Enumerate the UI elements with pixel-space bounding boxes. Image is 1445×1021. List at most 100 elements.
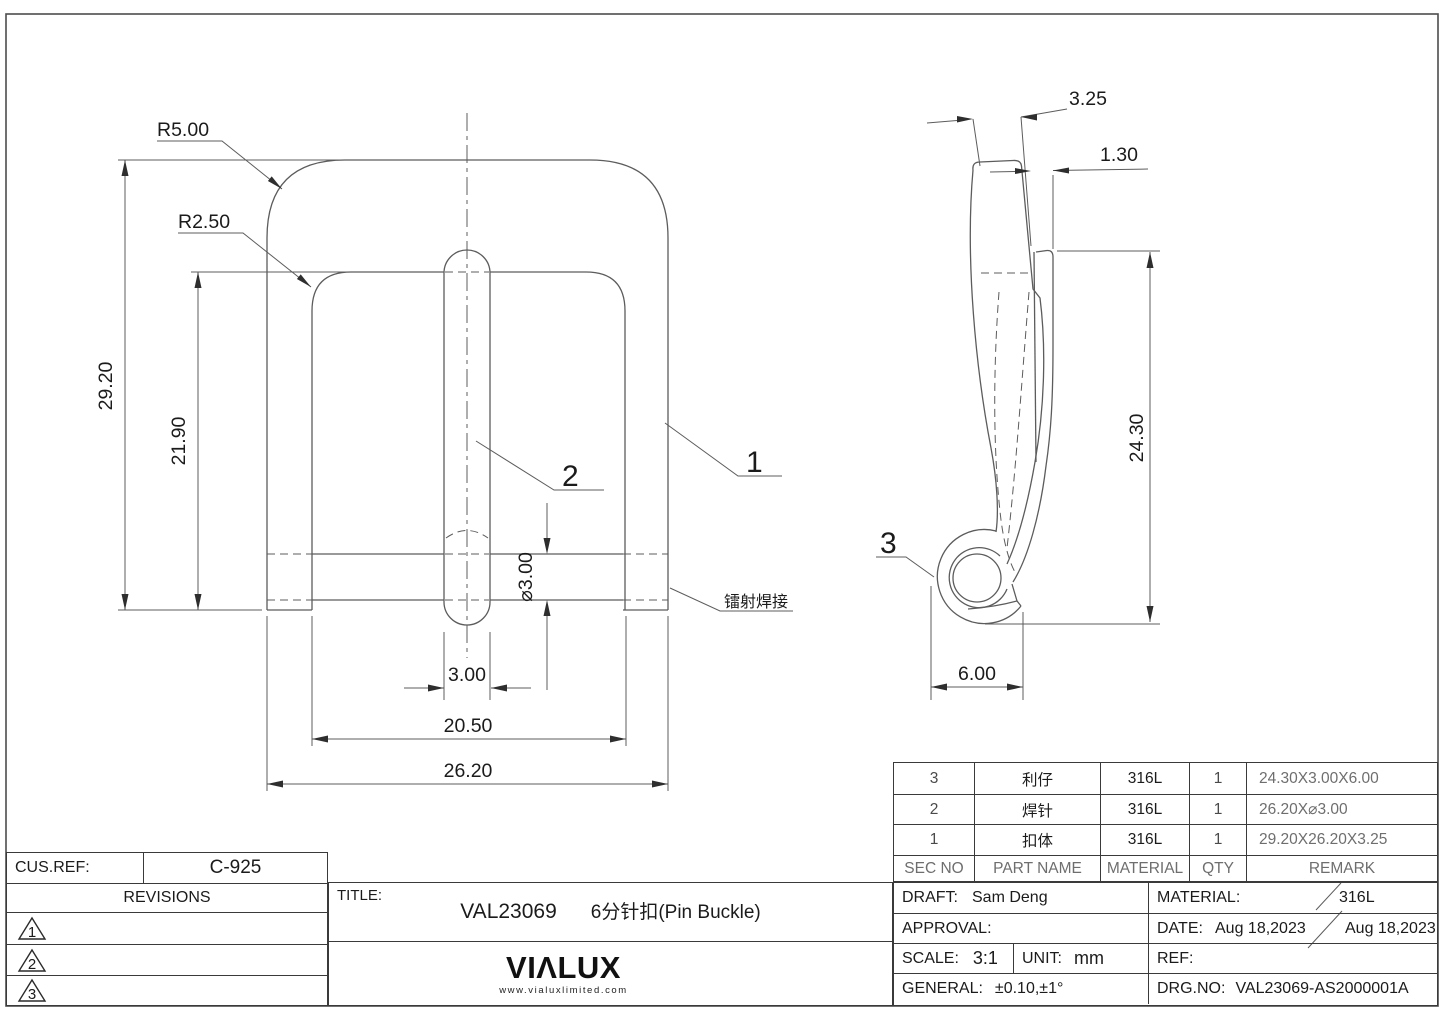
revision-triangle-2: 2 bbox=[17, 948, 47, 973]
part-name: 利仔 bbox=[975, 763, 1101, 794]
scale-label: SCALE: bbox=[902, 949, 959, 967]
side-view-hook bbox=[936, 528, 1022, 625]
unit-value: mm bbox=[1074, 948, 1104, 968]
dim-hook-width: 6.00 bbox=[958, 663, 996, 685]
parts-table: 3 利仔 316L 1 24.30X3.00X6.00 2 焊针 316L 1 … bbox=[893, 762, 1438, 882]
general-value: ±0.10,±1° bbox=[994, 980, 1064, 997]
dim-thickness: 3.25 bbox=[1069, 88, 1107, 110]
draft-material-row: DRAFT: Sam Deng MATERIAL: 316L bbox=[894, 883, 1437, 913]
revision-slashes bbox=[1307, 882, 1343, 949]
side-view-dimensions: 3.25 1.30 24.30 6.00 3 bbox=[876, 88, 1160, 700]
date-cell: DATE: Aug 18,2023 Aug 18,2023 bbox=[1149, 914, 1437, 943]
vialux-logo: VIΛLUX bbox=[506, 949, 621, 985]
title-block-center: TITLE: VAL23069 6分针扣(Pin Buckle) VIΛLUX … bbox=[328, 882, 893, 1006]
revisions-label: REVISIONS bbox=[123, 889, 211, 906]
scale-value: 3:1 bbox=[972, 948, 998, 968]
dim-pin-offset: 1.30 bbox=[1100, 144, 1138, 166]
front-view-pin bbox=[443, 113, 491, 658]
part-qty: 1 bbox=[1190, 795, 1247, 824]
balloon-2: 2 bbox=[562, 460, 579, 493]
front-view-dimensions: 29.20 21.90 R5.00 R2.50 ⌀3.00 3.00 20.50… bbox=[95, 119, 669, 791]
draft-label: DRAFT: bbox=[902, 889, 958, 906]
scale-cell: SCALE: 3:1 bbox=[894, 944, 1014, 973]
approval-date-row: APPROVAL: DATE: Aug 18,2023 Aug 18,2023 bbox=[894, 913, 1437, 943]
header-material: MATERIAL bbox=[1101, 856, 1190, 881]
part-qty: 1 bbox=[1190, 763, 1247, 794]
revisions-header: REVISIONS bbox=[7, 883, 327, 912]
general-label: GENERAL: bbox=[902, 980, 983, 997]
date-value: Aug 18,2023 bbox=[1215, 919, 1306, 937]
part-sec: 3 bbox=[894, 763, 975, 794]
drawing-name: 6分针扣(Pin Buckle) bbox=[590, 902, 761, 923]
table-row: 3 利仔 316L 1 24.30X3.00X6.00 bbox=[894, 763, 1437, 794]
part-sec: 1 bbox=[894, 825, 975, 855]
material-value: 316L bbox=[1339, 889, 1375, 906]
header-remark: REMARK bbox=[1308, 859, 1376, 877]
revision-row-3: 3 bbox=[7, 975, 327, 1004]
draft-cell: DRAFT: Sam Deng bbox=[894, 883, 1149, 913]
part-sec: 2 bbox=[894, 795, 975, 824]
header-sec-no: SEC NO bbox=[894, 856, 975, 881]
dim-radius-outer: R5.00 bbox=[157, 119, 209, 141]
general-cell: GENERAL: ±0.10,±1° bbox=[894, 974, 1149, 1004]
dim-height-total: 29.20 bbox=[95, 361, 117, 410]
header-qty: QTY bbox=[1190, 856, 1247, 881]
revision-triangle-3: 3 bbox=[17, 978, 47, 1003]
draft-value: Sam Deng bbox=[972, 889, 1048, 906]
unit-label: UNIT: bbox=[1022, 949, 1062, 967]
cus-ref-label: CUS.REF: bbox=[7, 853, 144, 883]
cus-ref-row: CUS.REF: C-925 bbox=[7, 853, 327, 883]
revision-row-2: 2 bbox=[7, 944, 327, 975]
part-remark: 26.20X⌀3.00 bbox=[1259, 801, 1348, 818]
logo-row: VIΛLUX www.vialuxlimited.com bbox=[329, 942, 892, 1005]
scale-unit-ref-row: SCALE: 3:1 UNIT: mm REF: bbox=[894, 943, 1437, 973]
revision-mark: 2 bbox=[28, 956, 36, 973]
revision-triangle-1: 1 bbox=[17, 916, 47, 941]
drg-no-value: VAL23069-AS2000001A bbox=[1235, 980, 1409, 997]
revision-mark: 3 bbox=[28, 986, 36, 1003]
table-header-row: SEC NO PART NAME MATERIAL QTY REMARK bbox=[894, 855, 1437, 881]
dim-width-total: 26.20 bbox=[444, 760, 493, 782]
dim-bar-diameter: ⌀3.00 bbox=[515, 552, 537, 602]
header-part-name: PART NAME bbox=[975, 856, 1101, 881]
cus-ref-value: C-925 bbox=[209, 857, 262, 878]
part-name: 焊针 bbox=[975, 795, 1101, 824]
title-block-right: DRAFT: Sam Deng MATERIAL: 316L APPROVAL:… bbox=[893, 882, 1438, 1006]
drg-no-cell: DRG.NO: VAL23069-AS2000001A bbox=[1149, 974, 1437, 1004]
general-drgno-row: GENERAL: ±0.10,±1° DRG.NO: VAL23069-AS20… bbox=[894, 973, 1437, 1004]
part-name: 扣体 bbox=[975, 825, 1101, 855]
ref-cell: REF: bbox=[1149, 944, 1437, 973]
dim-pin-width: 3.00 bbox=[448, 664, 486, 686]
ref-label: REF: bbox=[1157, 949, 1194, 967]
table-row: 2 焊针 316L 1 26.20X⌀3.00 bbox=[894, 794, 1437, 824]
dim-height-inner: 21.90 bbox=[168, 416, 190, 465]
material-label: MATERIAL: bbox=[1157, 889, 1241, 906]
sheet-border bbox=[5, 13, 1439, 1007]
material-cell: MATERIAL: 316L bbox=[1149, 883, 1437, 913]
company-logo: VIΛLUX www.vialuxlimited.com bbox=[499, 952, 628, 996]
drawing-title: VAL23069 6分针扣(Pin Buckle) bbox=[329, 897, 892, 924]
part-material: 316L bbox=[1101, 763, 1190, 794]
date-label: DATE: bbox=[1157, 919, 1203, 937]
side-view-body bbox=[969, 159, 1054, 583]
front-view-labels: 2 1 镭射焊接 bbox=[475, 422, 793, 612]
weld-note: 镭射焊接 bbox=[724, 593, 788, 611]
table-row: 1 扣体 316L 1 29.20X26.20X3.25 bbox=[894, 824, 1437, 855]
part-material: 316L bbox=[1101, 795, 1190, 824]
unit-cell: UNIT: mm bbox=[1014, 944, 1149, 973]
balloon-1: 1 bbox=[746, 446, 763, 479]
approval-cell: APPROVAL: bbox=[894, 914, 1149, 943]
part-remark: 29.20X26.20X3.25 bbox=[1259, 831, 1388, 848]
dim-pin-length: 24.30 bbox=[1126, 413, 1148, 462]
part-qty: 1 bbox=[1190, 825, 1247, 855]
title-row: TITLE: VAL23069 6分针扣(Pin Buckle) bbox=[329, 883, 892, 942]
title-label: TITLE: bbox=[337, 887, 383, 904]
date-value-2: Aug 18,2023 bbox=[1345, 919, 1436, 937]
drg-no-label: DRG.NO: bbox=[1157, 980, 1226, 997]
revision-row-1: 1 bbox=[7, 912, 327, 944]
part-material: 316L bbox=[1101, 825, 1190, 855]
part-remark: 24.30X3.00X6.00 bbox=[1259, 769, 1379, 787]
front-view-weld-bar bbox=[267, 553, 668, 601]
approval-label: APPROVAL: bbox=[902, 919, 992, 937]
revisions-block: CUS.REF: C-925 REVISIONS 1 2 3 bbox=[6, 852, 328, 1006]
